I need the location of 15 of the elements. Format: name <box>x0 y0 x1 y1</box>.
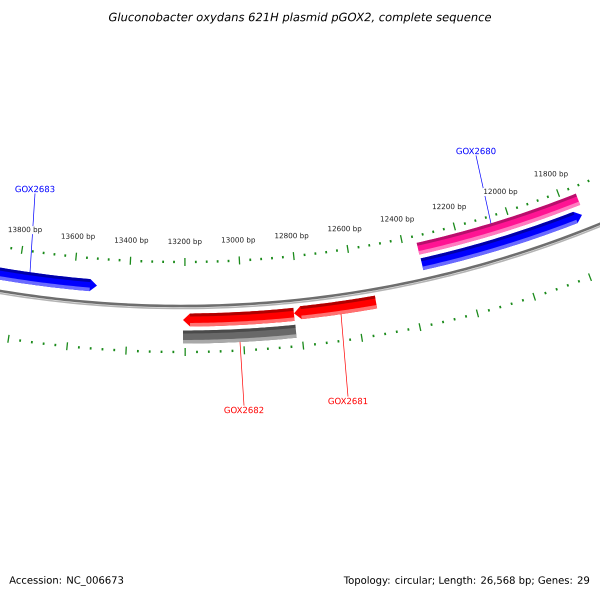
summary-text: Topology: circular; Length: 26,568 bp; Genes: 29 <box>344 576 590 586</box>
leader-line <box>240 341 244 406</box>
leader-line <box>476 155 492 224</box>
gene-label: GOX2683 <box>15 186 54 192</box>
gene-feature <box>183 324 297 344</box>
gene-label: GOX2681 <box>328 398 368 404</box>
leader-line <box>30 193 36 273</box>
gene-feature <box>183 308 295 326</box>
gene-feature <box>420 212 582 270</box>
gene-label: GOX2682 <box>224 406 264 414</box>
title: Gluconobacter oxydans 621H plasmid pGOX2, complete sequence <box>109 12 492 24</box>
gene-label: GOX2680 <box>456 148 496 154</box>
gene-feature <box>294 296 378 320</box>
accession-text: Accession: NC_006673 <box>9 576 124 586</box>
leader-line <box>340 314 348 397</box>
